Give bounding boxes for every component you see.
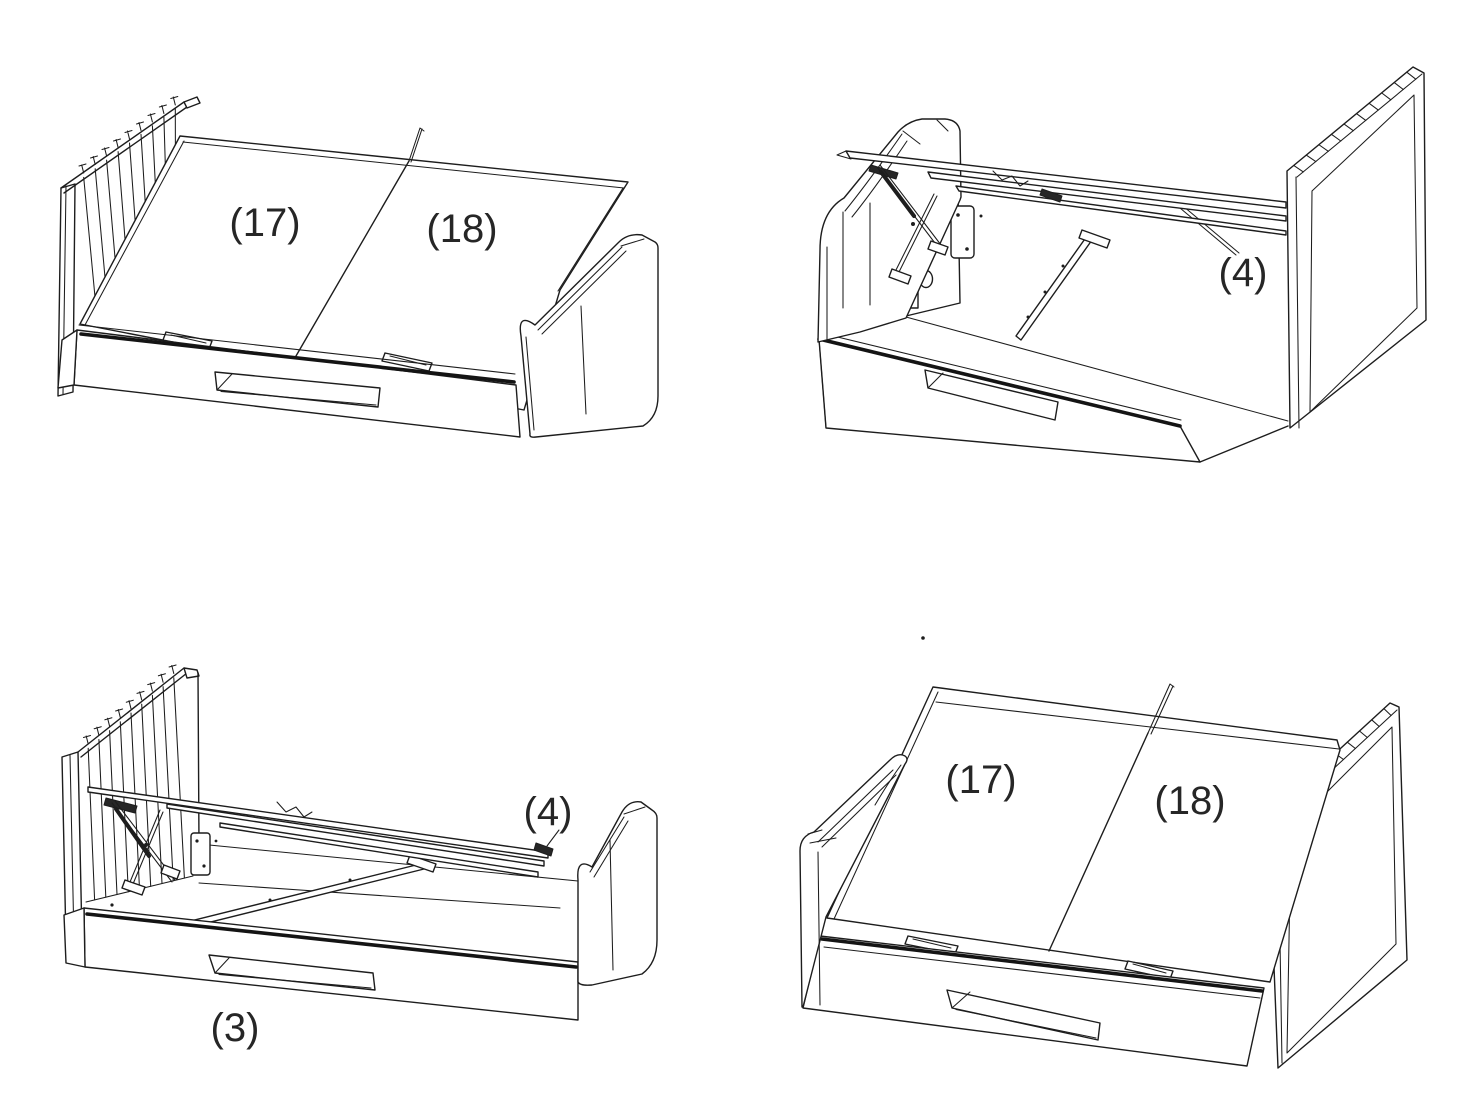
slat-frame-raised <box>87 786 554 878</box>
rail-bracket <box>1078 229 1111 249</box>
part-label-17: (17) <box>229 201 300 245</box>
tv-slot <box>208 954 376 991</box>
stay-rod <box>1179 205 1240 256</box>
tv-slot <box>924 369 1059 421</box>
frame-hinge-bracket <box>868 164 899 180</box>
part-label-4: (4) <box>524 790 573 834</box>
footboard-arm <box>519 233 659 438</box>
base-box <box>63 907 579 1021</box>
lid-panels: (17) (18) <box>826 683 1341 983</box>
lid-fold-line <box>1048 732 1149 952</box>
lid-seal-edge <box>820 937 1264 993</box>
interior <box>85 832 579 909</box>
strap-detail <box>276 801 313 818</box>
lid-support-rod <box>1147 683 1175 735</box>
panel-step-bottom-left: (4) (3) <box>61 664 658 1050</box>
label-leader-line <box>546 829 560 847</box>
headboard-panel <box>1286 66 1427 429</box>
lid-support-rod <box>408 127 425 163</box>
panel-step-top-left: (17) (18) <box>57 95 659 438</box>
base-box <box>817 316 1289 463</box>
footboard-arm <box>799 753 908 1008</box>
mounting-plate <box>190 832 211 876</box>
lid-fold-line <box>295 160 410 357</box>
frame-hinge-bracket <box>533 842 554 857</box>
gas-strut-mechanism <box>876 164 949 285</box>
part-label-3: (3) <box>211 1006 260 1050</box>
lid-panels: (17) (18) <box>79 127 629 411</box>
tv-slot <box>214 371 381 408</box>
mounting-plate <box>950 205 975 259</box>
headboard-stitch-ticks <box>78 95 179 174</box>
part-label-18: (18) <box>1154 779 1225 823</box>
panel-step-bottom-right: (17) (18) <box>799 636 1408 1069</box>
box-front-edge <box>85 912 578 969</box>
base-box <box>802 935 1265 1067</box>
headboard-slatted <box>61 664 200 943</box>
panel-step-top-right: (4) <box>817 66 1427 463</box>
headboard-stitch-ticks <box>1293 71 1417 173</box>
center-support-rail <box>1015 229 1111 341</box>
slat-frame-raised <box>836 150 1287 236</box>
part-label-17: (17) <box>945 758 1016 802</box>
part-label-4: (4) <box>1219 251 1268 295</box>
frame-bracket <box>1039 188 1063 203</box>
stray-dot <box>921 636 925 640</box>
part-label-18: (18) <box>426 207 497 251</box>
footboard-arm <box>577 801 658 986</box>
lid-seal-edge <box>79 332 516 384</box>
tv-slot <box>946 989 1101 1041</box>
base-box <box>57 324 521 438</box>
strap-detail <box>992 170 1029 187</box>
box-front-edge <box>817 337 1182 428</box>
rail-bracket <box>406 854 437 873</box>
footboard-arm <box>817 118 962 343</box>
headboard-stitch-ticks <box>82 664 177 745</box>
gas-strut-mechanism <box>103 797 181 896</box>
